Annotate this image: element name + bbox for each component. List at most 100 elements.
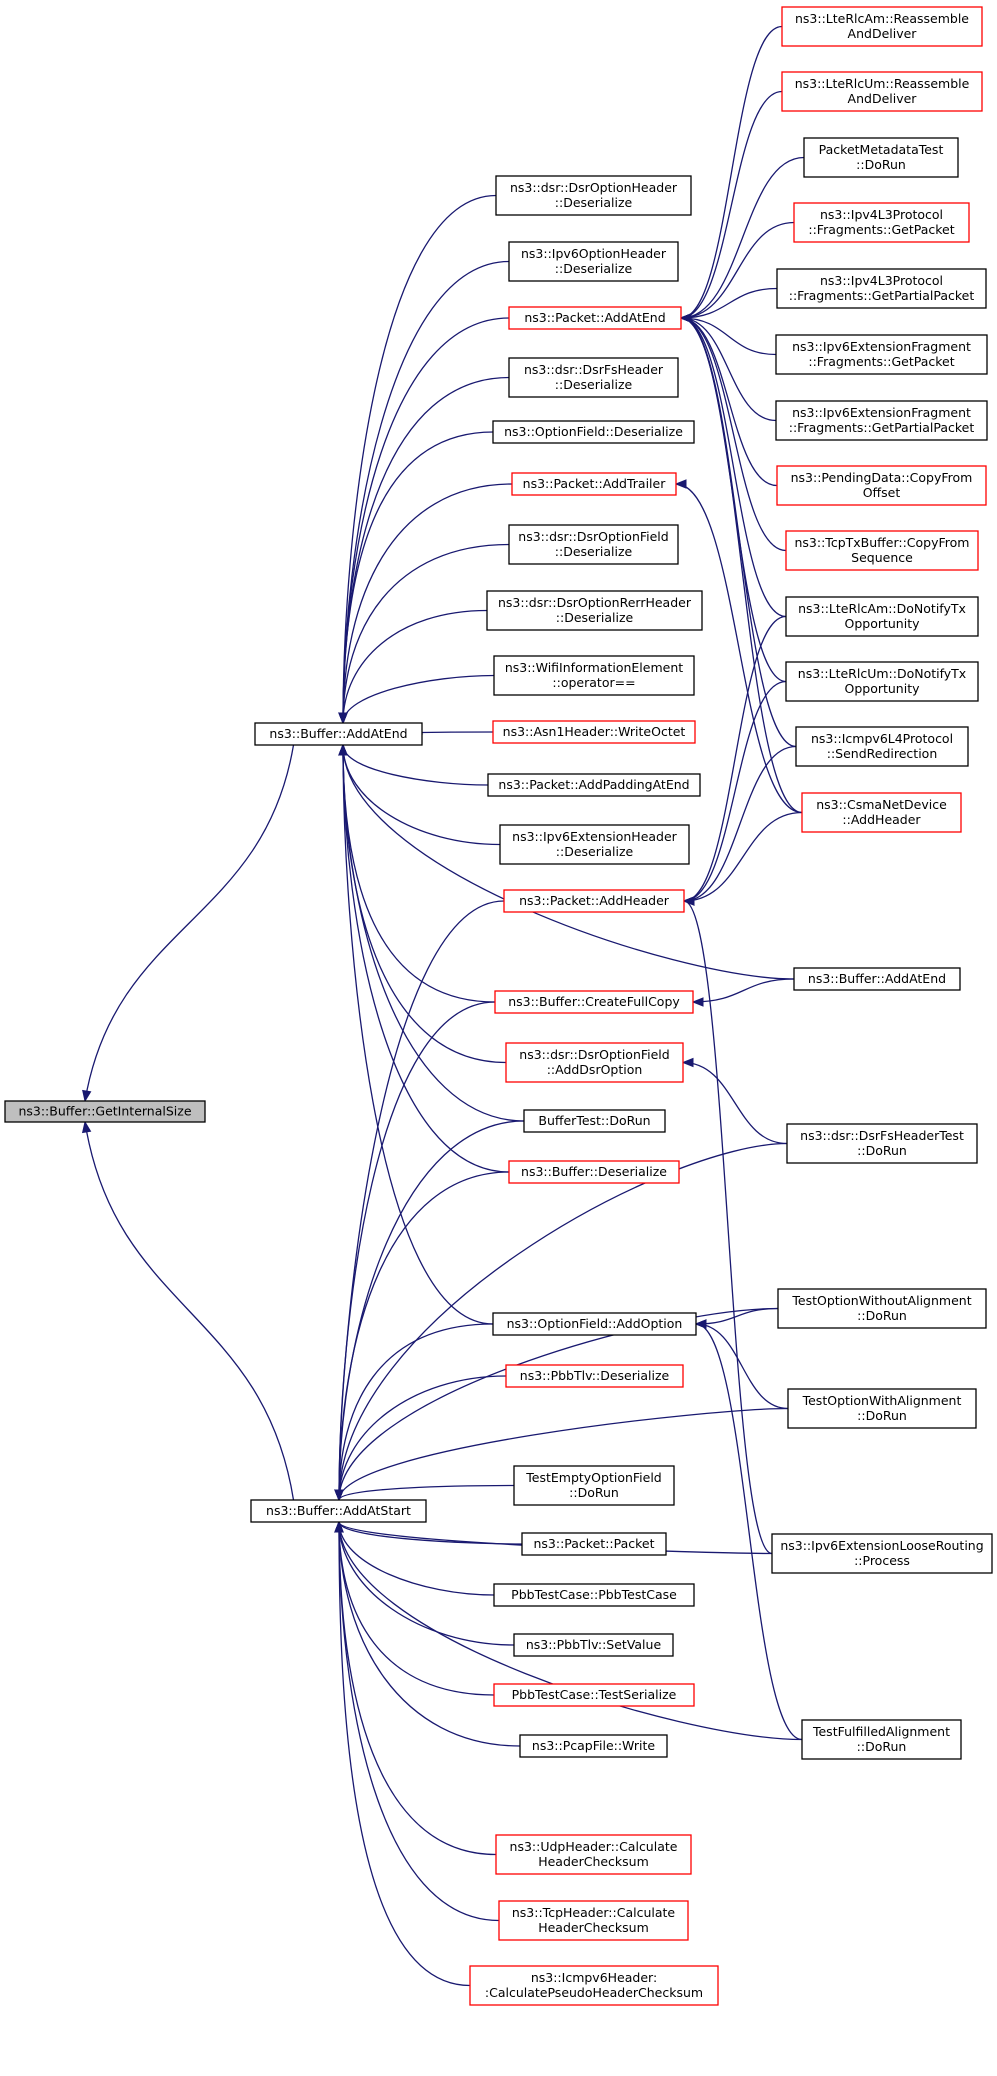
node-ipv6frag-getpartial[interactable]: ns3::Ipv6ExtensionFragment::Fragments::G… [775,400,988,441]
edge-dsr_fsheader_deser-to-buffer_addatend [338,376,510,725]
node-dsrfsheadertest[interactable]: ns3::dsr::DsrFsHeaderTest::DoRun [786,1123,978,1164]
node-label: ns3::Ipv6ExtensionLooseRouting [780,1538,983,1553]
node-label: PbbTestCase::TestSerialize [512,1687,677,1702]
edge-line [680,317,787,552]
node-box [487,773,701,797]
node-optionfield-addoption[interactable]: ns3::OptionField::AddOption [492,1312,697,1336]
node-label: ns3::LteRlcAm::DoNotifyTx [798,601,966,616]
node-buffer-addatend2[interactable]: ns3::Buffer::AddAtEnd [793,967,961,991]
node-icmpv6l4-sendredirect[interactable]: ns3::Icmpv6L4Protocol::SendRedirection [795,726,969,767]
node-label: ns3::UdpHeader::Calculate [510,1839,678,1854]
edge-packet_addatend-to-buffer_addatend [338,317,510,725]
node-buffer-deser[interactable]: ns3::Buffer::Deserialize [508,1160,680,1184]
node-csmanetdevice-addheader[interactable]: ns3::CsmaNetDevice::AddHeader [801,792,962,833]
node-box [795,726,969,767]
edges [81,25,805,1987]
node-packetmetadatatest[interactable]: PacketMetadataTest::DoRun [803,137,959,178]
node-packet-addatend[interactable]: ns3::Packet::AddAtEnd [508,306,682,330]
node-wifiinfo-eq[interactable]: ns3::WifiInformationElement::operator== [493,655,695,696]
node-testoptionwith[interactable]: TestOptionWithAlignment::DoRun [787,1388,977,1429]
node-box [513,1465,675,1506]
node-pbbtlv-setvalue[interactable]: ns3::PbbTlv::SetValue [513,1633,674,1657]
edge-line [683,615,787,902]
node-packet-addpadding[interactable]: ns3::Packet::AddPaddingAtEnd [487,773,701,797]
node-label: ns3::dsr::DsrOptionField [518,529,668,544]
edge-line [338,1521,515,1646]
node-testfulfilled[interactable]: TestFulfilledAlignment::DoRun [801,1719,962,1760]
node-packet-addheader[interactable]: ns3::Packet::AddHeader [503,889,685,913]
edge-line [682,1061,788,1145]
edge-line [680,317,778,487]
node-ipv6looserouting[interactable]: ns3::Ipv6ExtensionLooseRouting::Process [771,1533,993,1574]
node-icmpv6-pseudo[interactable]: ns3::Icmpv6Header::CalculatePseudoHeader… [469,1965,719,2006]
node-buffertest-dorun[interactable]: BufferTest::DoRun [523,1109,666,1133]
node-ipv6frag-getpacket[interactable]: ns3::Ipv6ExtensionFragment::Fragments::G… [775,334,988,375]
node-pcapfile-write[interactable]: ns3::PcapFile::Write [519,1734,668,1758]
edge-line [680,287,778,319]
node-box [505,1364,684,1388]
edge-csmanetdevice_addheader-to-packet_addatend [679,313,803,814]
node-label: AndDeliver [848,26,918,41]
edge-buffertest_dorun-to-buffer_addatstart [334,1120,525,1502]
node-box [493,655,695,696]
node-packet-packet[interactable]: ns3::Packet::Packet [521,1532,667,1556]
edge-line [695,1323,803,1741]
node-pbbtestcase-testser[interactable]: PbbTestCase::TestSerialize [493,1683,695,1707]
node-dsr-optionrerr-deser[interactable]: ns3::dsr::DsrOptionRerrHeader::Deseriali… [486,590,703,631]
edge-line [342,483,513,724]
node-label: ns3::TcpHeader::Calculate [512,1905,676,1920]
node-pbbtestcase-ctor[interactable]: PbbTestCase::PbbTestCase [493,1583,695,1607]
node-buffer-createfullcopy[interactable]: ns3::Buffer::CreateFullCopy [494,990,694,1014]
edge-line [692,978,795,1003]
node-ipv6ext-deser[interactable]: ns3::Ipv6ExtensionHeader::Deserialize [499,824,690,865]
node-label: ns3::WifiInformationElement [505,660,683,675]
edge-ltercam_reassemble-to-packet_addatend [679,25,783,323]
node-dsr-optionheader-deser[interactable]: ns3::dsr::DsrOptionHeader::Deserialize [495,175,692,216]
edge-line [680,317,777,422]
node-pbbtlv-deser[interactable]: ns3::PbbTlv::Deserialize [505,1364,684,1388]
node-testemptyoption[interactable]: TestEmptyOptionField::DoRun [513,1465,675,1506]
node-dsr-fsheader-deser[interactable]: ns3::dsr::DsrFsHeader::Deserialize [508,357,679,398]
node-optionfield-deser[interactable]: ns3::OptionField::Deserialize [492,420,695,444]
node-box [508,524,679,565]
node-ipv4l3-getpartial[interactable]: ns3::Ipv4L3Protocol::Fragments::GetParti… [776,268,987,309]
node-box [793,202,970,243]
node-box [492,420,695,444]
node-label: ::Deserialize [556,610,634,625]
node-label: :CalculatePseudoHeaderChecksum [485,1985,703,2000]
node-label: ns3::Buffer::AddAtEnd [269,726,407,741]
node-testoptionwithout[interactable]: TestOptionWithoutAlignment::DoRun [777,1288,987,1329]
node-label: ns3::Ipv4L3Protocol [820,273,943,288]
node-box [254,722,423,746]
node-label: ns3::LteRlcAm::Reassemble [795,11,969,26]
node-box [492,720,696,744]
node-label: ns3::dsr::DsrFsHeaderTest [800,1128,964,1143]
node-box [508,241,679,282]
edge-line [342,744,494,1325]
node-label: ::Deserialize [555,544,633,559]
node-box [486,590,703,631]
node-buffer-addatend[interactable]: ns3::Buffer::AddAtEnd [254,722,423,746]
edge-pbbtestcase_ctor-to-buffer_addatstart [334,1520,495,1596]
node-box [775,334,988,375]
node-dsr-optionfield-deser[interactable]: ns3::dsr::DsrOptionField::Deserialize [508,524,679,565]
node-asn1-writeoctet[interactable]: ns3::Asn1Header::WriteOctet [492,720,696,744]
node-packet-addtrailer[interactable]: ns3::Packet::AddTrailer [511,472,677,496]
node-box [801,1719,962,1760]
node-ipv6optionheader-deser[interactable]: ns3::Ipv6OptionHeader::Deserialize [508,241,679,282]
node-dsr-adddsroption[interactable]: ns3::dsr::DsrOptionField::AddDsrOption [505,1042,684,1083]
node-box [498,1900,689,1941]
edge-buffer_addatstart-to-getinternalsize [81,1120,295,1501]
node-buffer-addatstart[interactable]: ns3::Buffer::AddAtStart [250,1499,427,1523]
node-getinternalsize[interactable]: ns3::Buffer::GetInternalSize [4,1100,206,1123]
node-ipv4l3-getpacket[interactable]: ns3::Ipv4L3Protocol::Fragments::GetPacke… [793,202,970,243]
